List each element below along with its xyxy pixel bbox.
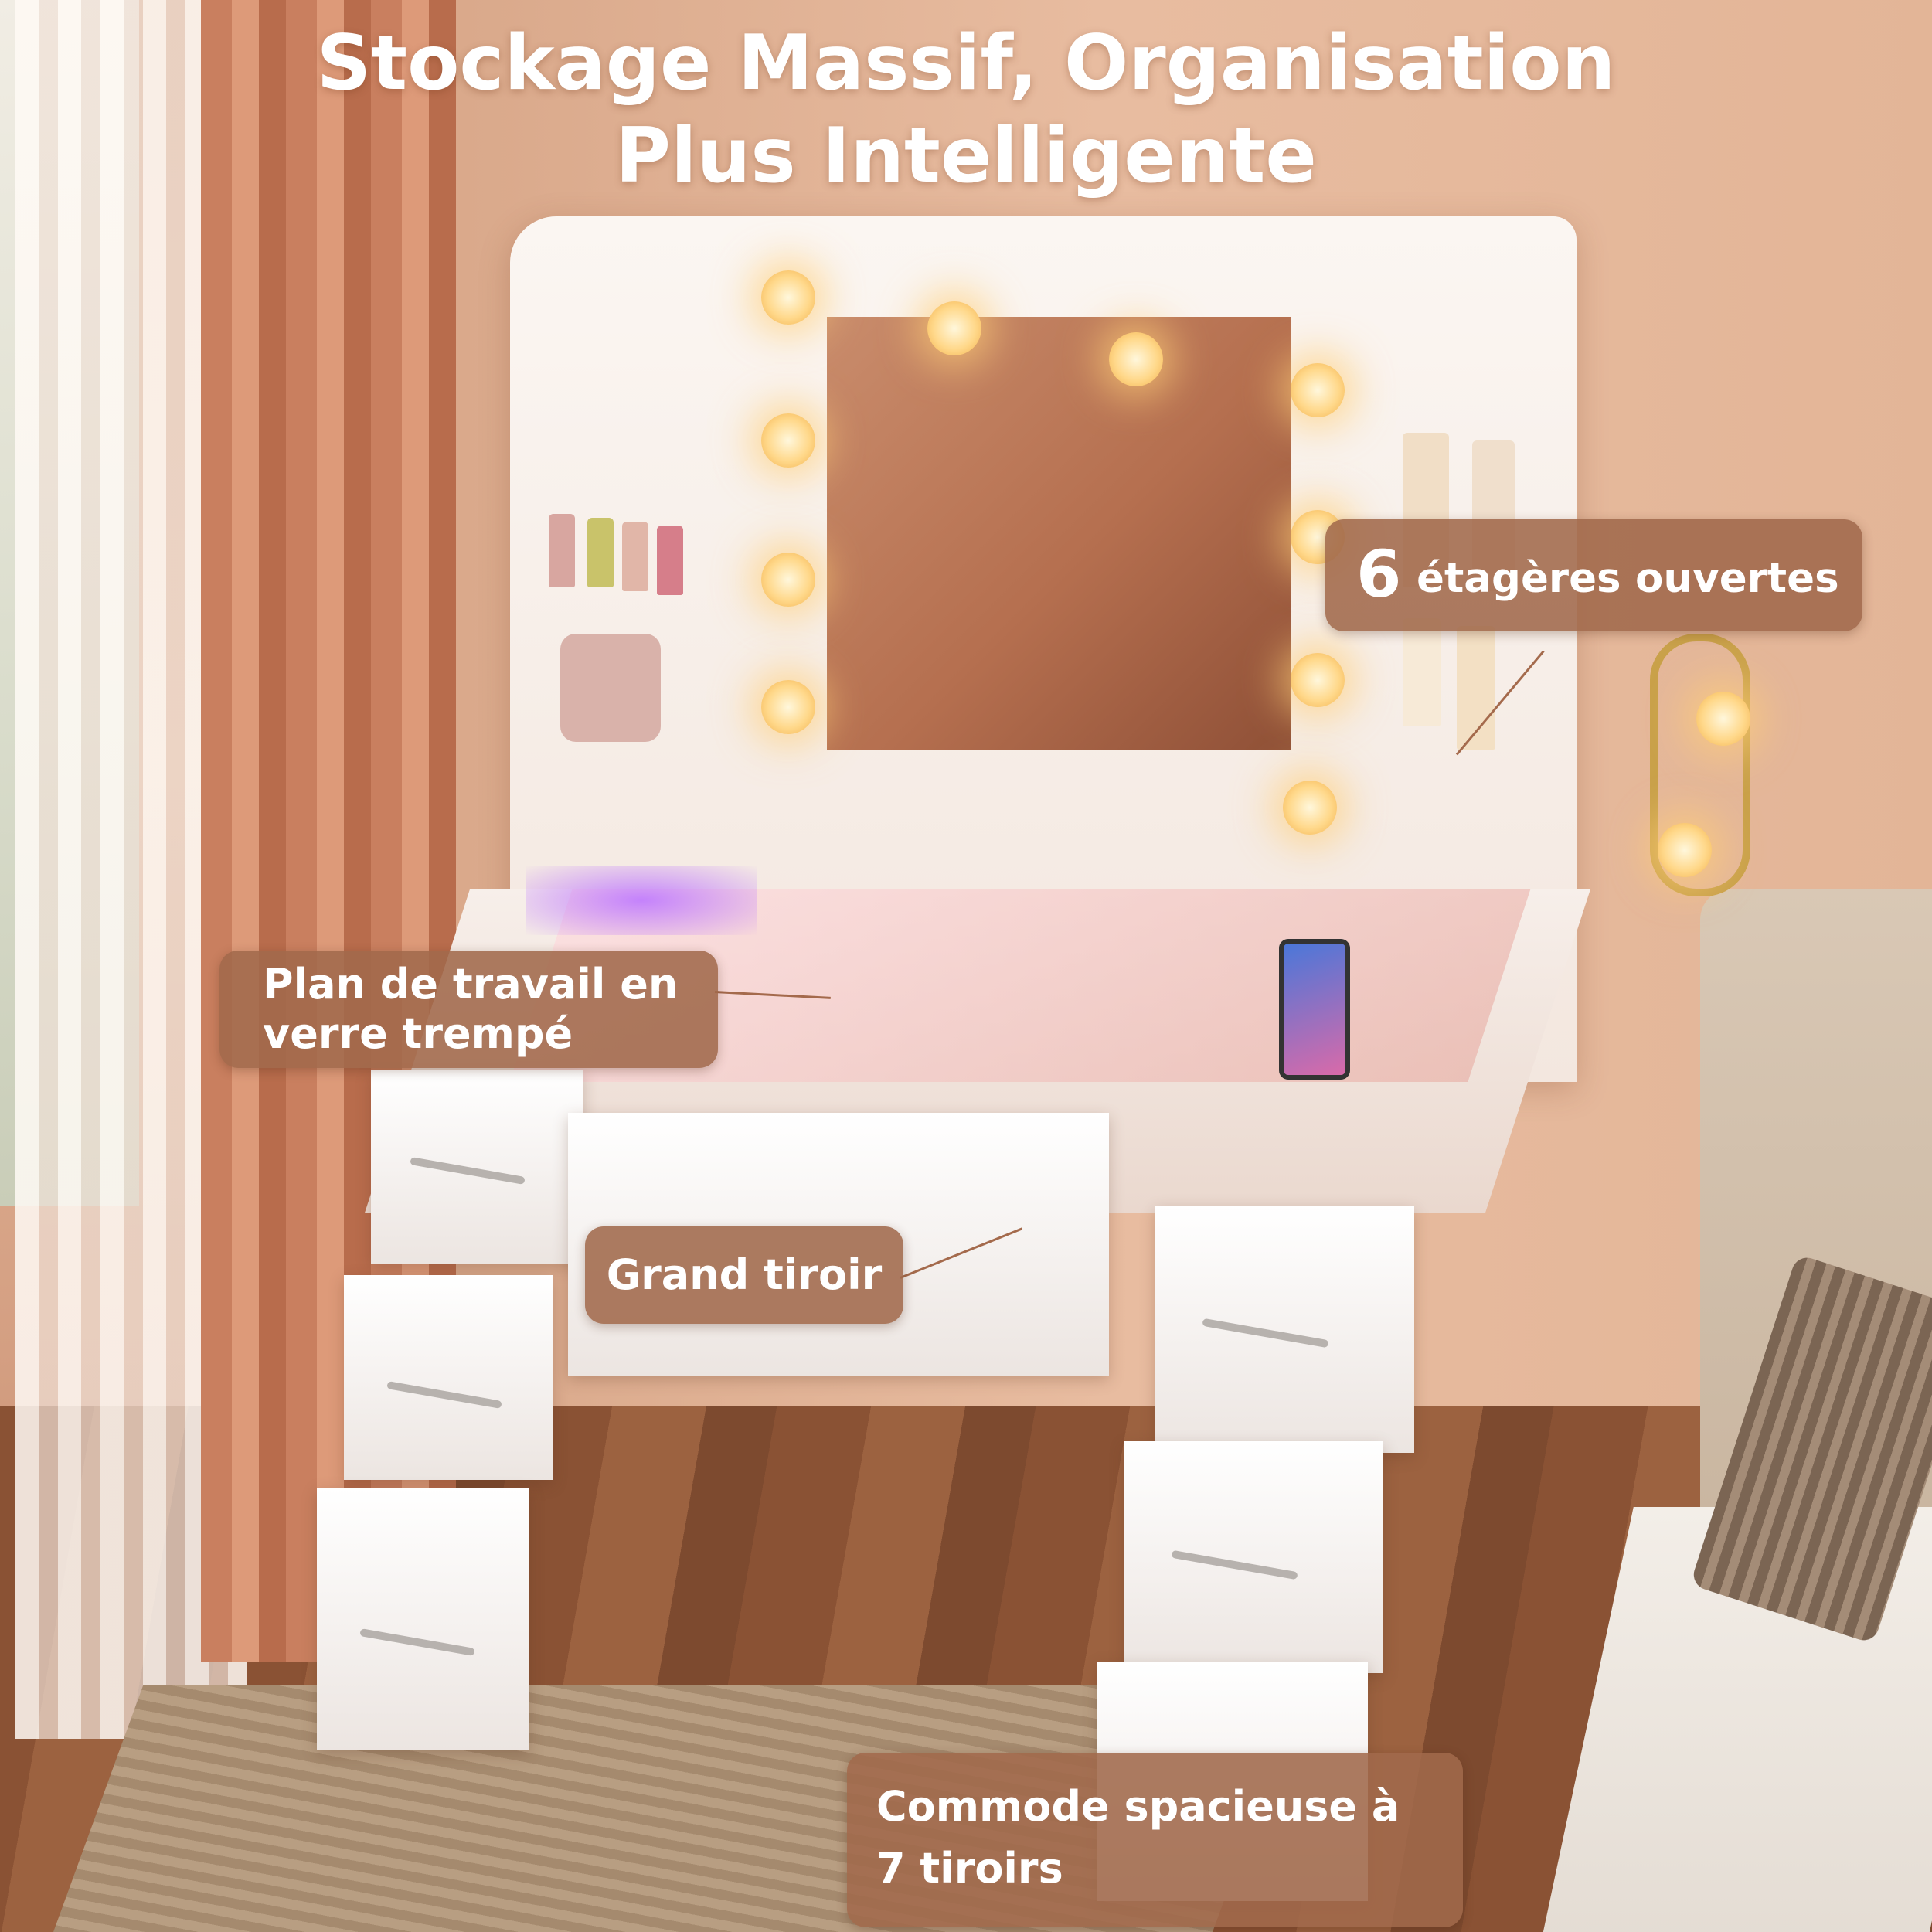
drawer <box>1155 1206 1414 1453</box>
drawer <box>1124 1441 1383 1673</box>
glass-top-line-2: verre trempé <box>263 1009 573 1058</box>
vanity-bulb <box>1291 363 1345 417</box>
shelf-label: étagères ouvertes <box>1417 555 1839 602</box>
vanity-bulb <box>1291 653 1345 707</box>
title-line-1: Stockage Massif, Organisation <box>316 19 1616 107</box>
vanity-bulb <box>1109 332 1163 386</box>
led-glow <box>526 866 757 935</box>
lamp-bulb <box>1658 823 1712 877</box>
dresser-line-1: Commode spacieuse à <box>876 1782 1400 1831</box>
callout-dresser: Commode spacieuse à 7 tiroirs <box>847 1753 1463 1927</box>
callout-big-drawer: Grand tiroir <box>585 1226 903 1324</box>
callout-open-shelves: 6 étagères ouvertes <box>1325 519 1862 631</box>
drawer <box>317 1488 529 1750</box>
nail-polish <box>657 526 683 595</box>
nail-polish <box>549 514 575 587</box>
mirror <box>827 317 1291 750</box>
lamp-bulb <box>1696 692 1750 746</box>
drawer <box>344 1275 553 1480</box>
callout-glass-top: Plan de travail en verre trempé <box>219 951 718 1068</box>
wall-lamp <box>1650 634 1750 896</box>
tube <box>1403 618 1441 726</box>
big-drawer-label: Grand tiroir <box>606 1250 883 1299</box>
nail-polish <box>622 522 648 591</box>
page-title: Stockage Massif, Organisation Plus Intel… <box>0 17 1932 202</box>
shelf-count: 6 <box>1356 536 1402 612</box>
gift-box <box>560 634 661 742</box>
vanity-bulb <box>761 270 815 325</box>
smartphone <box>1279 939 1350 1080</box>
vanity-bulb <box>761 413 815 468</box>
vanity-bulb <box>1283 781 1337 835</box>
vanity-bulb <box>761 680 815 734</box>
title-line-2: Plus Intelligente <box>615 112 1317 200</box>
dresser-line-2: 7 tiroirs <box>876 1844 1063 1893</box>
vanity-bulb <box>927 301 981 355</box>
nail-polish <box>587 518 614 587</box>
glass-top-line-1: Plan de travail en <box>263 960 679 1009</box>
drawer <box>371 1070 583 1264</box>
vanity-bulb <box>761 553 815 607</box>
